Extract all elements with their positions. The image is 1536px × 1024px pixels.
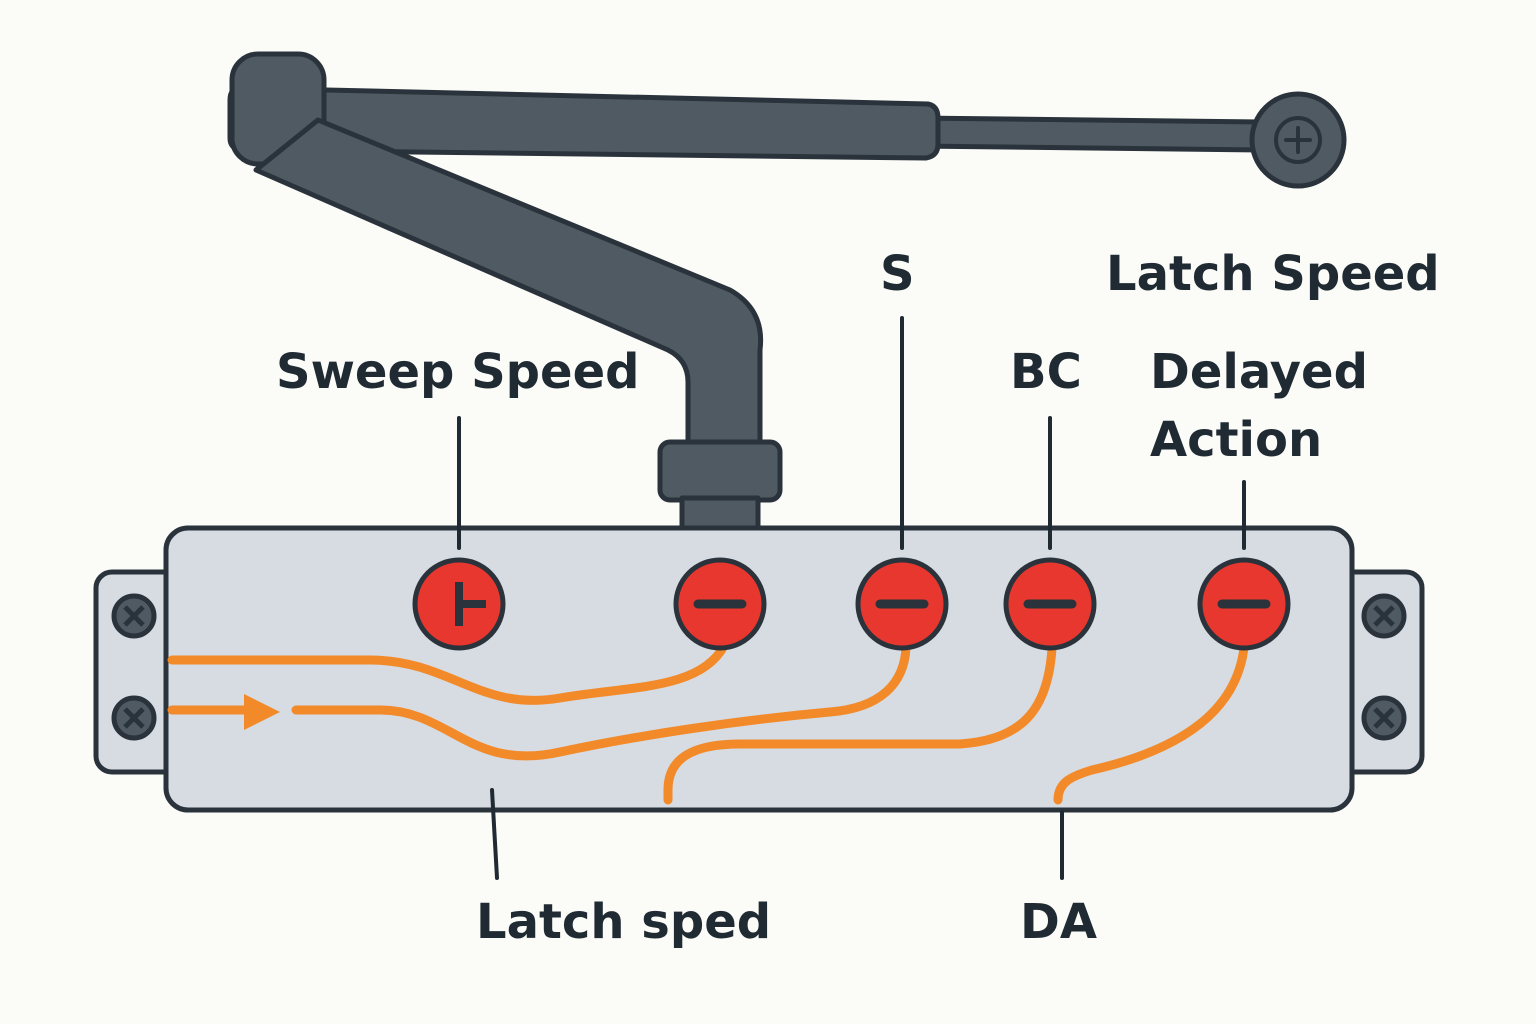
label-s: S: [880, 246, 915, 302]
flow-paths: [167, 641, 1249, 805]
closer-body: [163, 525, 1355, 813]
valve-s[interactable]: [855, 557, 949, 651]
valve-sweep-speed[interactable]: [412, 557, 506, 651]
cross-screw-icon: [111, 695, 157, 741]
slot-screw-icon: [855, 557, 949, 651]
flow-path-4: [1053, 643, 1249, 805]
closer-arm: [227, 51, 1347, 535]
cross-screw-icon: [1361, 593, 1407, 639]
cross-screw-icon: [1361, 695, 1407, 741]
label-sweep-speed: Sweep Speed: [276, 344, 640, 400]
arm-link: [253, 117, 764, 455]
arrow-right-icon: [244, 694, 280, 730]
arm-rod: [912, 115, 1265, 153]
slot-screw-icon: [1197, 557, 1291, 651]
label-latch-speed-top: Latch Speed: [1106, 246, 1440, 302]
valve-delayed-action[interactable]: [1197, 557, 1291, 651]
t-slot-screw-icon: [412, 557, 506, 651]
pivot-icon: [1249, 91, 1347, 189]
slot-screw-icon: [673, 557, 767, 651]
label-bc: BC: [1010, 344, 1082, 400]
leader-lines: [457, 316, 1246, 880]
slot-screw-icon: [1003, 557, 1097, 651]
valve-spindle[interactable]: [673, 557, 767, 651]
label-da: DA: [1020, 894, 1097, 950]
label-latch-sped-bottom: Latch sped: [476, 894, 771, 950]
label-delayed-line1: Delayed: [1150, 344, 1368, 400]
spindle-collar: [657, 439, 783, 503]
cross-screw-icon: [111, 593, 157, 639]
flow-path-2: [291, 643, 911, 761]
flow-path-3: [663, 643, 1057, 805]
flow-path-1: [167, 641, 729, 705]
valve-bc[interactable]: [1003, 557, 1097, 651]
label-delayed-line2: Action: [1150, 412, 1322, 468]
leader-latch-sped: [490, 788, 499, 880]
